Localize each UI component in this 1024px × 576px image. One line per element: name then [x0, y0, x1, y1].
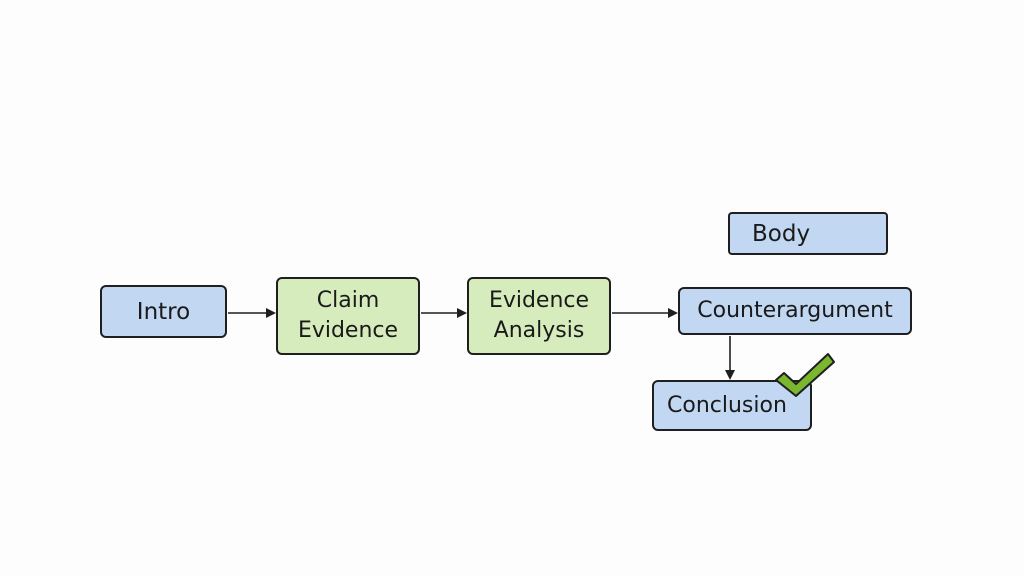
node-body-label: Body — [752, 220, 811, 247]
node-counterargument: Counterargument — [678, 287, 912, 335]
check-icon — [775, 353, 835, 397]
node-intro-label: Intro — [136, 298, 191, 325]
node-evidence-label-line2: Analysis — [493, 318, 585, 343]
node-intro: Intro — [100, 285, 227, 338]
node-claim-label-line1: Claim — [316, 288, 380, 313]
node-claim-label-line2: Evidence — [297, 318, 399, 343]
node-body: Body — [728, 212, 888, 255]
node-counterargument-label: Counterargument — [697, 298, 893, 323]
node-conclusion-label: Conclusion — [667, 392, 787, 418]
node-evidence-analysis: Evidence Analysis — [467, 277, 611, 355]
node-claim-evidence: Claim Evidence — [276, 277, 420, 355]
node-evidence-label-line1: Evidence — [488, 288, 590, 313]
